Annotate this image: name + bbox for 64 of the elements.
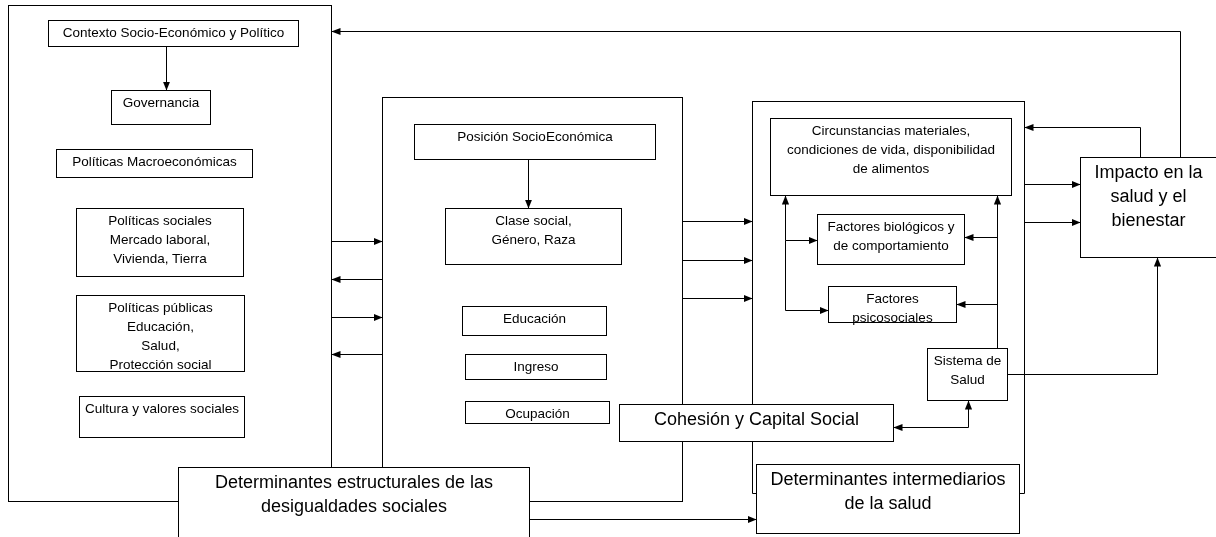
text-box xyxy=(817,214,965,265)
node-text: Protección social xyxy=(108,356,213,374)
text-box xyxy=(465,354,607,380)
arrow xyxy=(529,515,757,524)
arrow xyxy=(331,27,1181,158)
node-text: Determinantes intermediarios de la salud xyxy=(769,468,1007,515)
text-box xyxy=(111,90,211,125)
frame-box xyxy=(752,101,1025,405)
node-text: Vivienda, Tierra xyxy=(112,250,208,268)
text-box xyxy=(79,396,245,438)
text-box xyxy=(828,286,957,323)
node-text: Governancia xyxy=(121,94,201,112)
text-box xyxy=(1080,157,1216,258)
node-text: Clase social, Género, Raza xyxy=(490,212,577,249)
node-text: Ocupación xyxy=(504,405,571,423)
arrow xyxy=(682,256,753,265)
text-box xyxy=(76,208,244,277)
arrow xyxy=(682,294,753,303)
arrow xyxy=(785,240,829,315)
node-text: Políticas sociales xyxy=(107,212,213,230)
arrow xyxy=(331,313,383,322)
text-box xyxy=(48,20,299,47)
node-text: Mercado laboral, xyxy=(108,231,212,249)
text-box xyxy=(927,348,1008,401)
node-text: Contexto Socio-Económico y Político xyxy=(61,24,286,42)
node-text: Cohesión y Capital Social xyxy=(652,408,861,431)
arrow xyxy=(162,46,171,91)
arrow xyxy=(781,195,790,241)
node-text: Factores biológicos y de comportamiento xyxy=(826,218,956,255)
node-text: Políticas públicas xyxy=(107,299,214,317)
arrow xyxy=(331,275,383,284)
text-box xyxy=(414,124,656,160)
node-text: Educación, xyxy=(126,318,195,336)
text-box xyxy=(178,467,530,537)
text-box xyxy=(56,149,253,178)
node-text: Salud, xyxy=(140,337,181,355)
node-text: Ingreso xyxy=(512,358,560,376)
arrow xyxy=(331,237,383,246)
arrow xyxy=(1007,257,1162,375)
arrow xyxy=(1024,180,1081,189)
node-text: Educación xyxy=(501,310,567,328)
arrow xyxy=(331,350,383,359)
arrow xyxy=(956,300,998,349)
arrow xyxy=(1024,123,1141,158)
text-box xyxy=(76,295,245,372)
text-box xyxy=(756,464,1020,534)
text-box xyxy=(445,208,622,265)
arrow xyxy=(1024,218,1081,227)
text-box xyxy=(465,401,610,424)
arrow xyxy=(893,400,973,432)
arrow xyxy=(785,236,818,245)
arrow xyxy=(524,159,533,209)
arrow xyxy=(682,217,753,226)
text-box xyxy=(619,404,894,442)
node-text: Impacto en la salud y el bienestar xyxy=(1093,161,1204,232)
text-box xyxy=(462,306,607,336)
node-text: Circunstancias materiales, condiciones de vida, disponibilidad de alimentos xyxy=(786,122,996,178)
node-text: Posición SocioEconómica xyxy=(456,128,614,146)
node-text: Determinantes estructurales de las desigualdades sociales xyxy=(213,471,495,518)
node-text: Factores psicosociales xyxy=(851,290,934,327)
node-text: Sistema de Salud xyxy=(932,352,1003,389)
node-text: Cultura y valores sociales xyxy=(84,400,240,418)
text-box xyxy=(770,118,1012,196)
node-text: Políticas Macroeconómicas xyxy=(71,153,238,171)
